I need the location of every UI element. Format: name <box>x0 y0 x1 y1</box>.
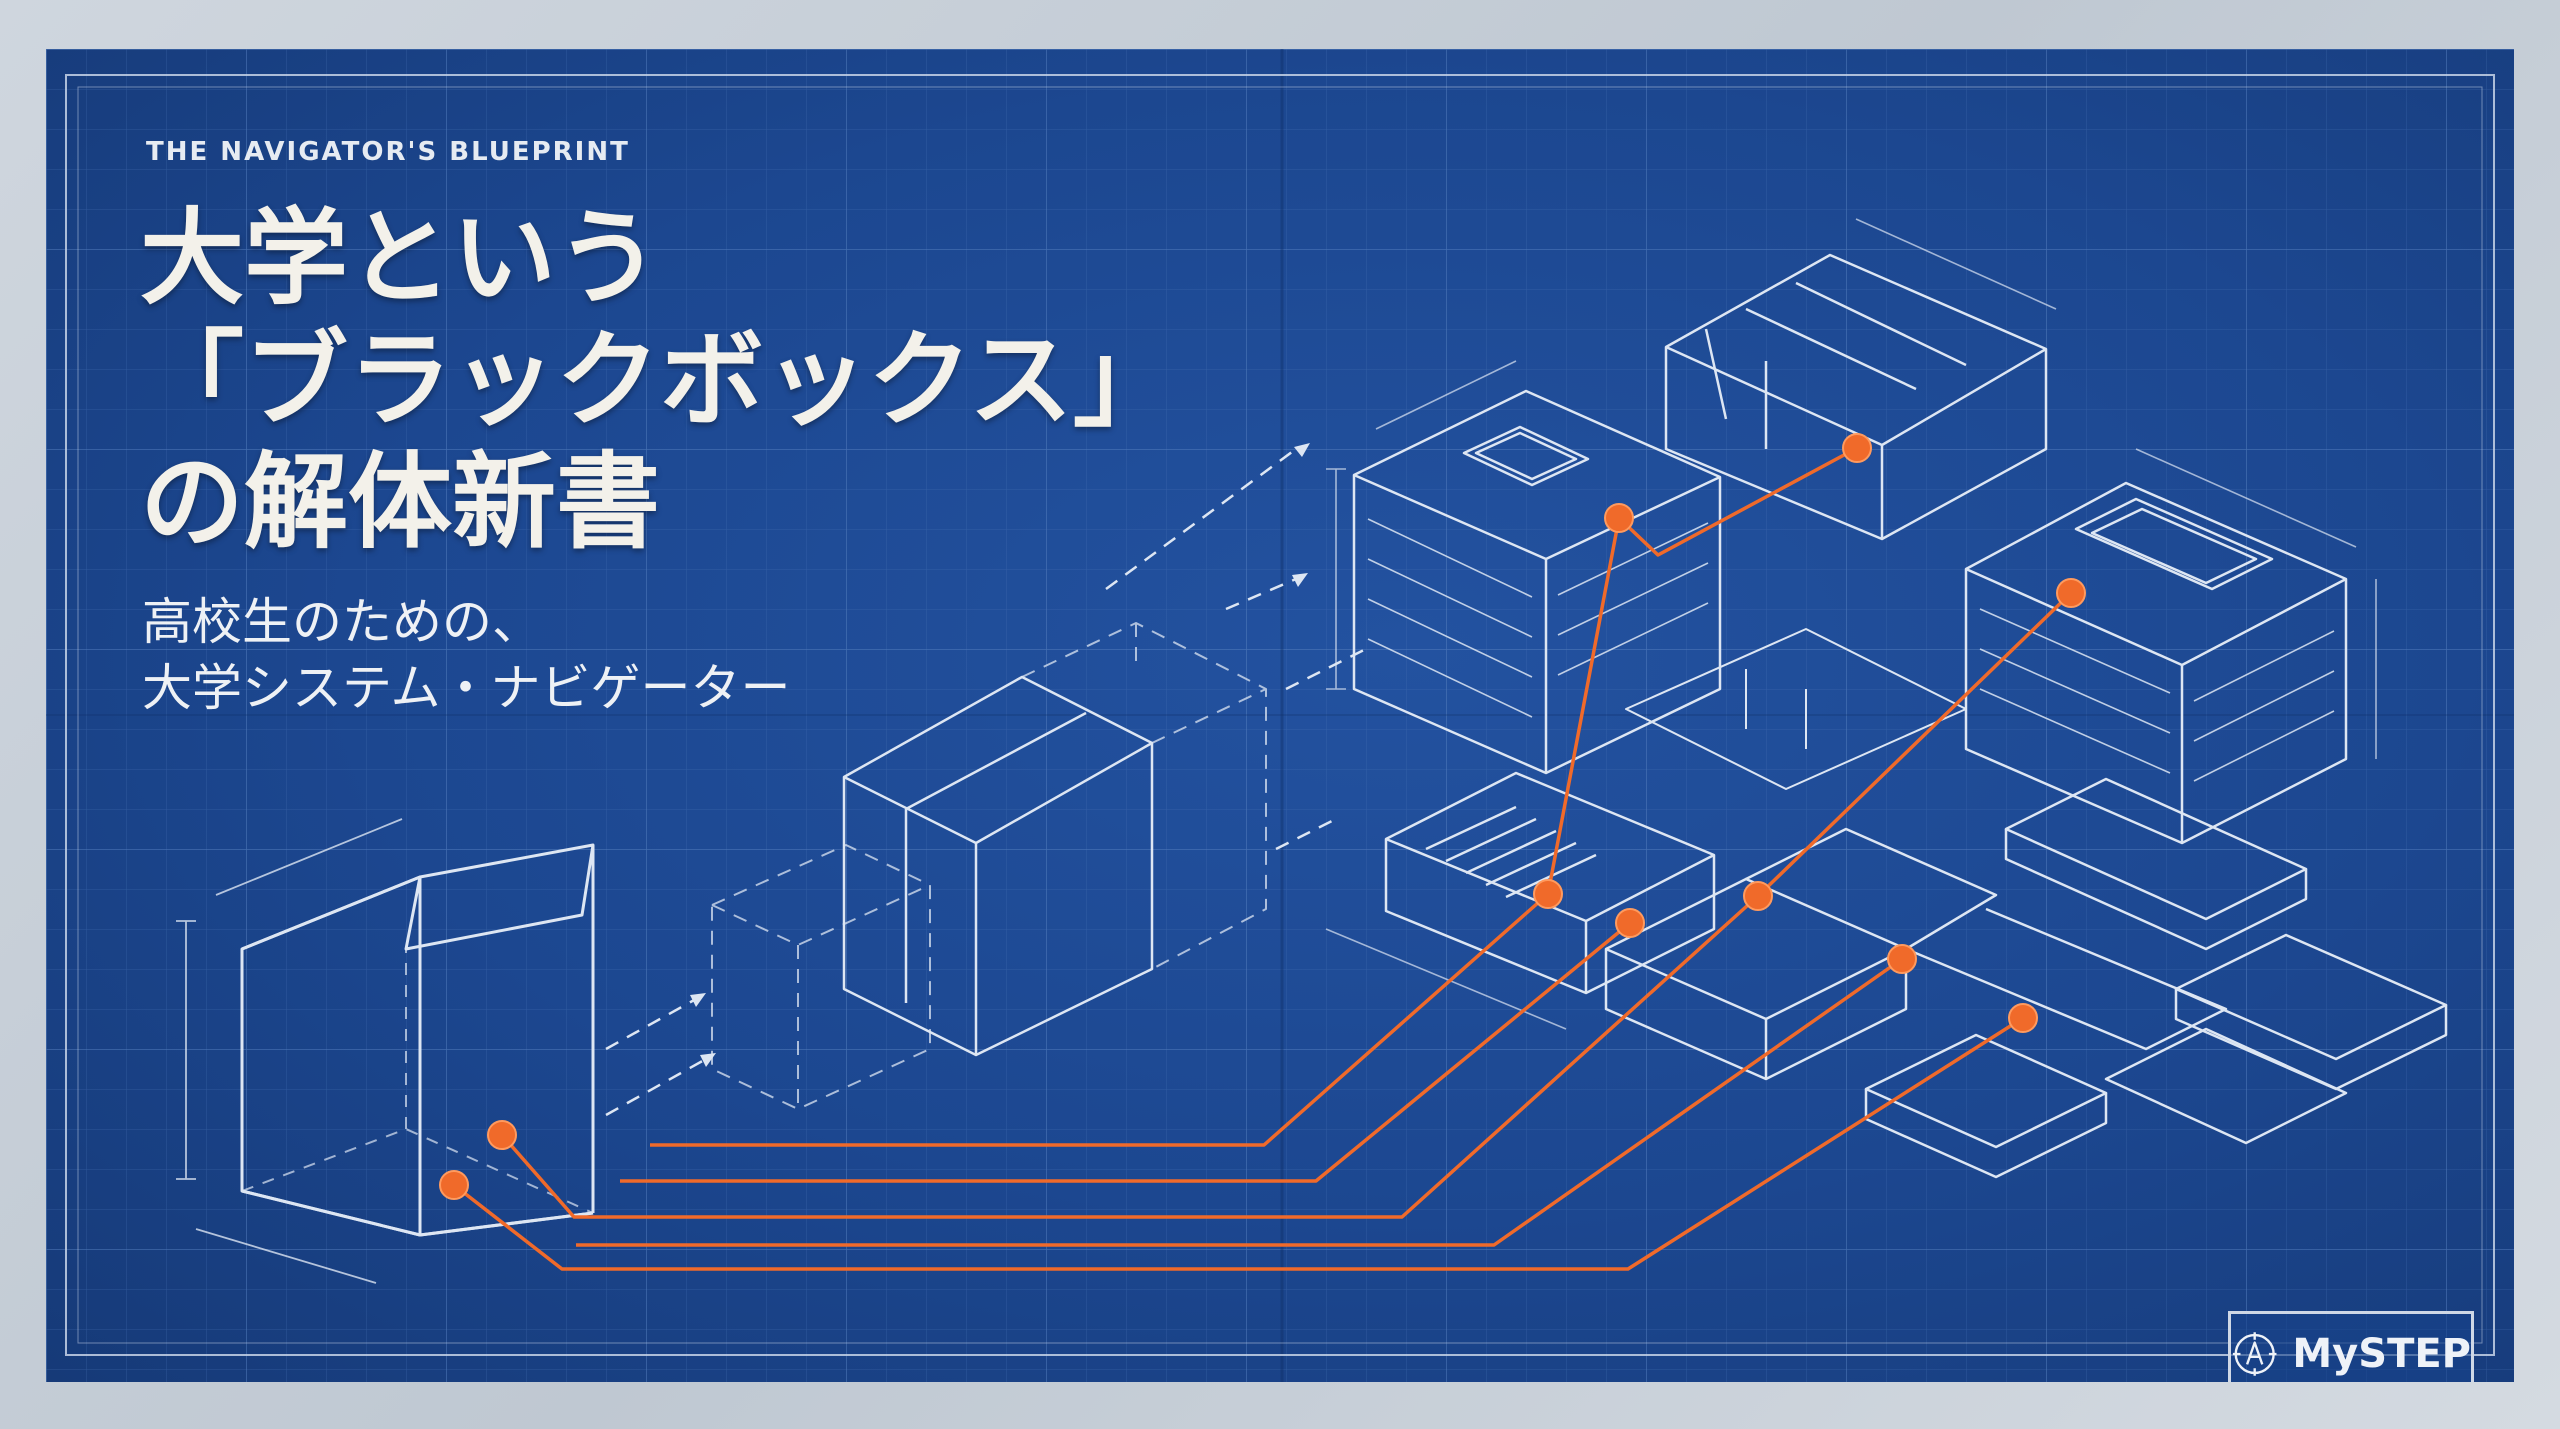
headline-line-1: 大学という <box>140 197 661 319</box>
node-campus-8 <box>2008 1003 2038 1033</box>
orange-nodes <box>439 433 2086 1200</box>
building-north-windows <box>1367 518 1709 718</box>
node-campus-5 <box>1615 908 1645 938</box>
subtitle-line-2: 大学システム・ナビゲーター <box>142 659 791 717</box>
campus-walkways <box>1864 777 2448 1179</box>
building-east-windows <box>1979 608 2335 782</box>
campus-lower-wing <box>1604 827 1998 1081</box>
eyebrow-label: THE NAVIGATOR'S BLUEPRINT <box>146 137 630 167</box>
blueprint-illustration <box>46 49 2514 1382</box>
node-cube-1 <box>487 1120 517 1150</box>
grid-large <box>46 49 2514 1382</box>
cube-dimension-lines <box>176 818 403 1284</box>
arrow-heads <box>690 443 1310 1067</box>
subtitle-line-1: 高校生のための、 <box>142 593 542 651</box>
node-campus-6 <box>1743 881 1773 911</box>
orange-connectors <box>452 446 2073 1271</box>
subtitle: 高校生のための、 大学システム・ナビゲーター <box>142 589 791 721</box>
brand-name: MySTEP <box>2292 1331 2471 1377</box>
flow-arrows <box>605 447 1367 1117</box>
campus-courtyard <box>1625 628 1967 790</box>
headline-line-3: の解体新書 <box>140 441 661 563</box>
headline-line-2: 「ブラックボックス」 <box>140 319 1177 441</box>
node-campus-4 <box>1533 879 1563 909</box>
brand-badge: MySTEP <box>2228 1311 2474 1382</box>
campus-building-north <box>1352 389 1722 775</box>
blueprint-board: THE NAVIGATOR'S BLUEPRINT 大学という 「ブラックボック… <box>46 49 2514 1382</box>
inner-frame <box>65 74 2495 1356</box>
node-campus-7 <box>1887 944 1917 974</box>
inner-frame-2 <box>77 86 2483 1344</box>
exploded-box-ghost <box>711 622 1267 1110</box>
compass-icon <box>2232 1332 2277 1376</box>
node-campus-3 <box>2056 578 2086 608</box>
node-campus-2 <box>1842 433 1872 463</box>
node-campus-1 <box>1604 503 1634 533</box>
campus-building-top <box>1664 253 2048 541</box>
node-cube-2 <box>439 1170 469 1200</box>
campus-dimension-lines <box>1325 218 2377 1030</box>
cube-hidden-edges <box>241 877 594 1214</box>
headline: 大学という 「ブラックボックス」 の解体新書 <box>140 197 1177 563</box>
